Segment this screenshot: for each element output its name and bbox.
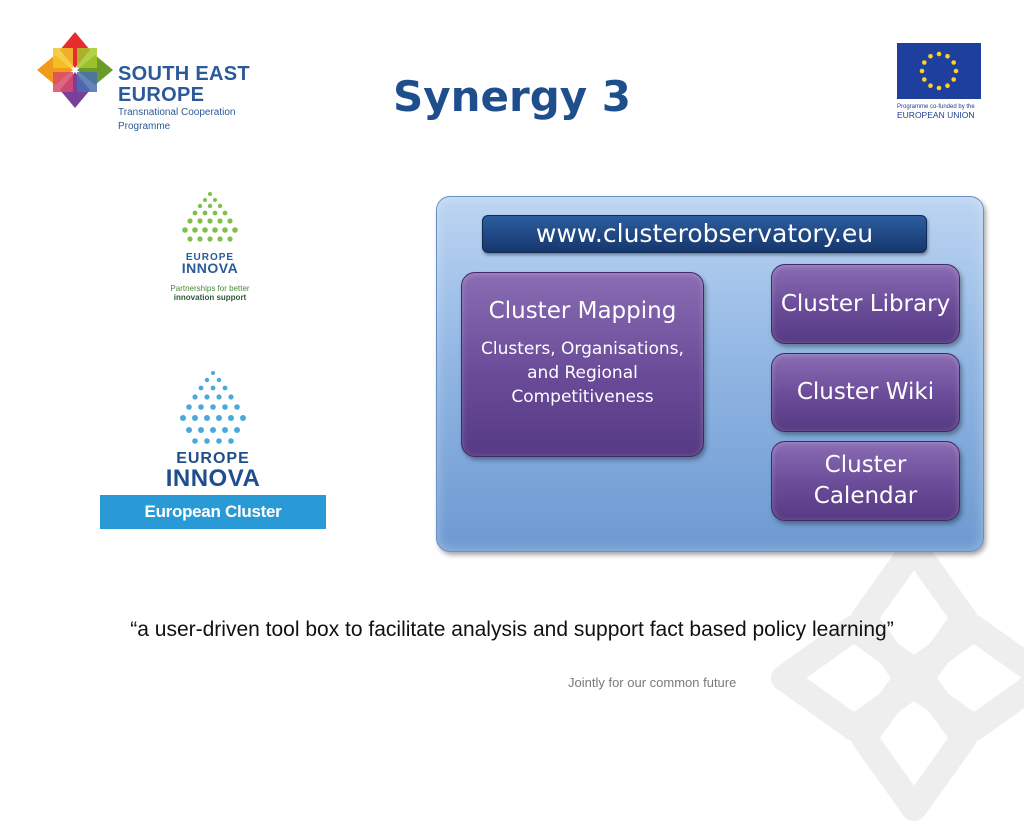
observatory-banner: European Cluster Observatory <box>100 495 326 555</box>
eu-flag-icon <box>897 43 981 99</box>
watermark-flower-icon <box>771 535 1024 821</box>
observatory-dots-icon <box>180 371 246 444</box>
website-url-bar[interactable]: www.clusterobservatory.eu <box>482 215 927 253</box>
cluster-wiki-label: Cluster Wiki <box>796 379 935 405</box>
innova-tagline-2: innovation support <box>173 293 247 302</box>
cluster-mapping-box[interactable]: Cluster Mapping Clusters, Organisations,… <box>461 272 704 457</box>
cluster-library-box[interactable]: Cluster Library <box>771 264 960 344</box>
programme-flower-icon <box>37 32 113 108</box>
slide-title: Synergy 3 <box>392 72 631 121</box>
eu-union-label: EUROPEAN UNION <box>897 110 975 120</box>
observatory-word-innova: INNOVA <box>165 465 261 492</box>
programme-name-line3: Transnational Cooperation Programme <box>118 107 236 132</box>
innova-word-innova: INNOVA <box>181 260 239 276</box>
cluster-calendar-label: Cluster Calendar <box>813 452 918 509</box>
cluster-observatory-logo: EUROPE INNOVA European Cluster Observato… <box>100 365 326 555</box>
observatory-word-europe: EUROPE <box>176 450 250 467</box>
cluster-mapping-title: Cluster Mapping <box>488 298 677 324</box>
footer-motto: Jointly for our common future <box>568 675 737 690</box>
innova-word-europe: EUROPE <box>185 252 235 263</box>
cluster-wiki-box[interactable]: Cluster Wiki <box>771 353 960 432</box>
programme-logo: SOUTH EAST EUROPE Transnational Cooperat… <box>35 30 275 132</box>
cluster-library-label: Cluster Library <box>780 290 951 317</box>
programme-name-line1: SOUTH EAST <box>118 63 250 85</box>
slide-quote: “a user-driven tool box to facilitate an… <box>130 618 894 641</box>
innova-dots-icon <box>182 192 238 242</box>
eu-cofunded-label: Programme co-funded by the <box>897 104 975 110</box>
cluster-mapping-description: Clusters, Organisations, and Regional Co… <box>481 339 684 407</box>
innova-tagline-1: Partnerships for better <box>170 284 250 293</box>
programme-name-line2: EUROPE <box>118 84 205 106</box>
cluster-calendar-box[interactable]: Cluster Calendar <box>771 441 960 521</box>
europe-innova-logo: EUROPE INNOVA Partnerships for better in… <box>155 188 265 303</box>
eu-logo: Programme co-funded by the EUROPEAN UNIO… <box>897 43 987 120</box>
